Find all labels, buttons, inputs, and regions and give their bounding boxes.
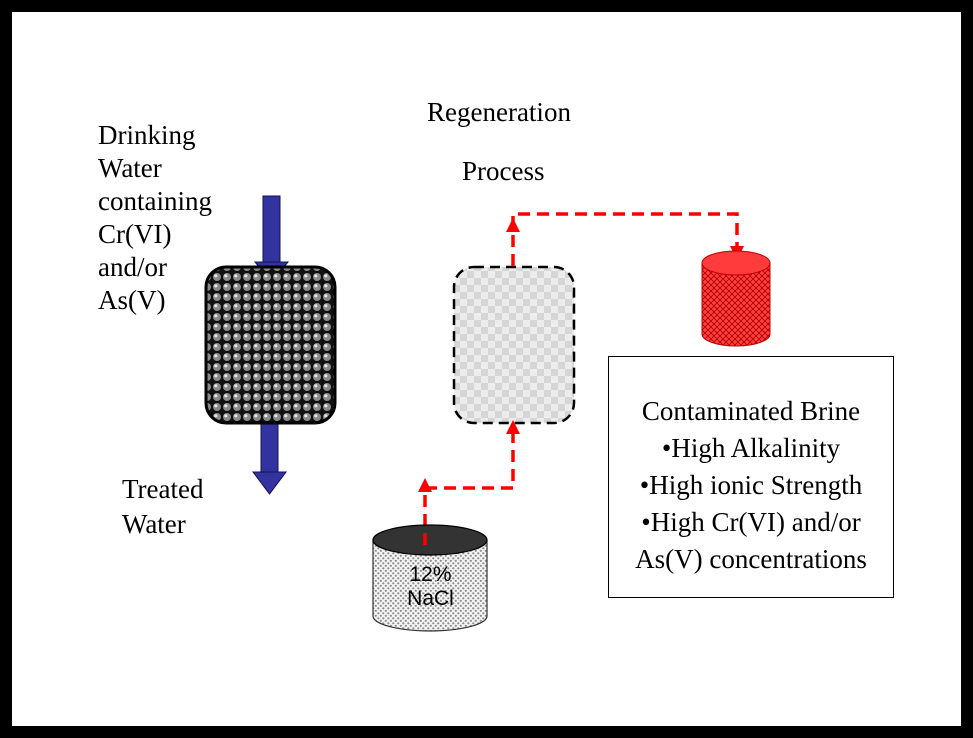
treated-line: Water	[122, 509, 186, 539]
treated-water-label: Treated Water	[122, 473, 204, 543]
brine-tank	[701, 250, 771, 347]
resin-column	[204, 265, 337, 425]
feed-line: Cr(VI)	[98, 219, 172, 249]
nacl-chemical: NaCl	[407, 587, 454, 610]
feed-water-label: Drinking Water containing Cr(VI) and/or …	[98, 119, 212, 317]
feed-line: As(V)	[98, 285, 166, 315]
feed-line: Water	[98, 153, 162, 183]
treated-line: Treated	[122, 474, 204, 504]
regeneration-title: Regeneration	[427, 97, 571, 127]
brine-bullet: As(V) concentrations	[635, 544, 867, 574]
regeneration-subtitle: Process	[462, 156, 545, 186]
nacl-concentration: 12%	[409, 563, 452, 586]
brine-description-box: Contaminated Brine •High Alkalinity •Hig…	[608, 356, 894, 598]
process-diagram	[204, 195, 771, 632]
regeneration-column	[452, 265, 576, 425]
feed-line: Drinking	[98, 120, 196, 150]
nacl-tank-label: 12% NaCl	[373, 563, 488, 611]
outlet-arrow	[252, 421, 287, 495]
feed-line: containing	[98, 186, 212, 216]
nacl-tank	[372, 524, 488, 632]
regeneration-flow	[423, 212, 739, 545]
feed-line: and/or	[98, 252, 167, 282]
brine-bullet: •High Cr(VI) and/or	[641, 507, 861, 537]
diagram-canvas: Drinking Water containing Cr(VI) and/or …	[12, 12, 961, 726]
brine-title: Contaminated Brine	[641, 396, 861, 426]
brine-bullet: •High ionic Strength	[639, 470, 863, 500]
brine-bullet: •High Alkalinity	[661, 433, 841, 463]
